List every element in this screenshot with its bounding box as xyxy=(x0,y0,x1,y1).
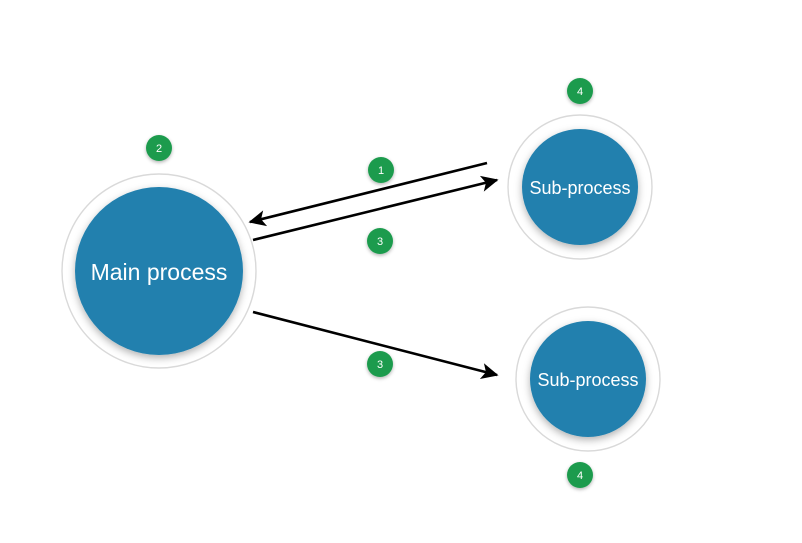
badge-edge-bottom-outgoing[interactable]: 3 xyxy=(367,351,393,377)
node-sub-process-bottom[interactable]: Sub-process xyxy=(515,306,661,452)
badge-sub-process-top-disc xyxy=(567,78,593,104)
node-sub-process-top-label: Sub-process xyxy=(529,178,630,198)
badge-edge-top-outgoing-label: 3 xyxy=(377,236,383,248)
node-main-process[interactable]: Main process xyxy=(61,173,257,369)
node-main-process-disc xyxy=(75,187,243,355)
edge-main-to-sub-bottom[interactable] xyxy=(252,310,499,379)
badge-main-node-disc xyxy=(146,135,172,161)
edge-group xyxy=(248,161,499,379)
badge-edge-top-incoming-disc xyxy=(368,157,394,183)
badge-edge-top-incoming-label: 1 xyxy=(378,165,384,177)
badge-sub-process-top[interactable]: 4 xyxy=(567,78,593,104)
node-sub-process-bottom-label: Sub-process xyxy=(537,370,638,390)
badge-main-node[interactable]: 2 xyxy=(146,135,172,161)
edge-main-to-sub-top[interactable] xyxy=(252,175,499,242)
badge-edge-bottom-outgoing-label: 3 xyxy=(377,359,383,371)
badge-main-node-label: 2 xyxy=(156,143,162,155)
badge-sub-process-bottom-disc xyxy=(567,462,593,488)
badge-edge-bottom-outgoing-disc xyxy=(367,351,393,377)
edge-sub-top-to-main[interactable] xyxy=(248,161,488,227)
badge-sub-process-bottom[interactable]: 4 xyxy=(567,462,593,488)
badge-edge-top-outgoing-disc xyxy=(367,228,393,254)
node-main-process-label: Main process xyxy=(91,259,228,285)
badge-edge-top-incoming[interactable]: 1 xyxy=(368,157,394,183)
badge-group: 2 1 3 3 4 4 xyxy=(146,78,593,488)
node-sub-process-top-disc xyxy=(522,129,638,245)
badge-sub-process-top-label: 4 xyxy=(577,86,583,98)
node-sub-process-top[interactable]: Sub-process xyxy=(507,114,653,260)
node-sub-process-bottom-disc xyxy=(530,321,646,437)
badge-sub-process-bottom-label: 4 xyxy=(577,470,583,482)
badge-edge-top-outgoing[interactable]: 3 xyxy=(367,228,393,254)
